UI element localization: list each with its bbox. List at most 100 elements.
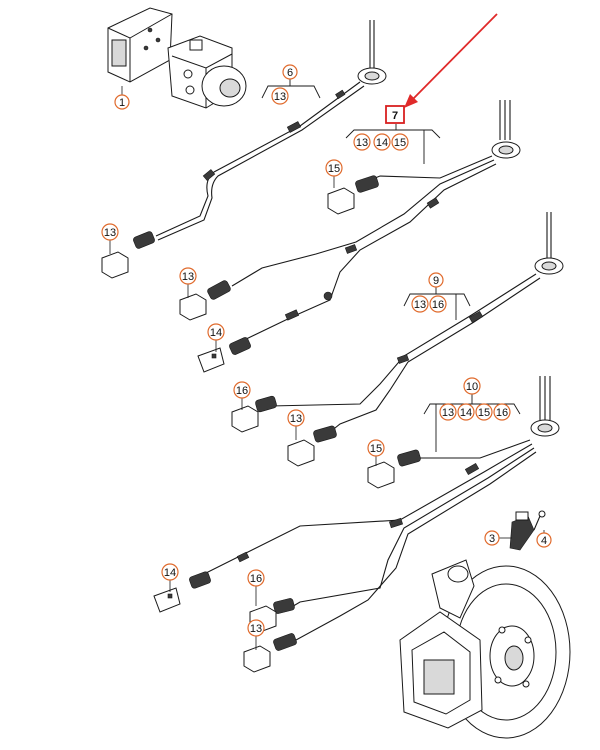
callout-number: 13 xyxy=(182,271,194,283)
callout-ring xyxy=(367,439,385,457)
sensor-connector-14-b xyxy=(153,571,211,613)
callout-s16a: 16 xyxy=(233,381,251,399)
callout-c6-sub: 13 xyxy=(271,87,289,105)
grommet-2 xyxy=(491,100,521,159)
callout-s14a: 14 xyxy=(207,323,225,341)
callout-s14b: 14 xyxy=(161,563,179,581)
callout-number: 9 xyxy=(433,275,439,287)
callout-ring xyxy=(484,530,500,546)
grommet-4 xyxy=(530,376,560,437)
callout-ring xyxy=(536,532,552,548)
callout-number: 6 xyxy=(287,67,293,79)
callout-number: 16 xyxy=(236,385,248,397)
harness-7 xyxy=(231,155,497,343)
callout-number: 13 xyxy=(250,623,262,635)
callout-ring xyxy=(271,87,289,105)
callout-ring xyxy=(282,64,298,80)
callout-s15a: 15 xyxy=(325,159,343,177)
callout-c10-sub-a: 13 xyxy=(439,403,457,421)
callout-c9-sub-b: 16 xyxy=(429,295,447,313)
callout-number: 13 xyxy=(356,137,368,149)
callout-s16b: 16 xyxy=(247,569,265,587)
callout-ring xyxy=(493,403,511,421)
callout-ring xyxy=(439,403,457,421)
callout-number: 13 xyxy=(414,299,426,311)
callout-c4: 4 xyxy=(536,532,552,548)
callout-ring xyxy=(179,267,197,285)
arrow-head xyxy=(404,94,418,108)
sensor-connector-15-b xyxy=(367,449,421,489)
callout-number: 16 xyxy=(496,407,508,419)
callout-c3: 3 xyxy=(484,530,500,546)
bracket-6 xyxy=(261,78,321,99)
callout-c7-sub-c: 15 xyxy=(391,133,409,151)
sensor-connector-14-a xyxy=(197,337,251,373)
callout-s13b: 13 xyxy=(179,267,197,285)
callout-c7-sub-b: 14 xyxy=(373,133,391,151)
callout-7: 7 xyxy=(392,110,398,122)
sensor-connector-13-d xyxy=(243,633,297,673)
callout-number: 16 xyxy=(432,299,444,311)
callout-number: 13 xyxy=(290,413,302,425)
callout-ring xyxy=(233,381,251,399)
harness-9 xyxy=(269,273,541,433)
callout-number: 4 xyxy=(541,535,547,547)
callout-ring xyxy=(411,295,429,313)
callout-ring xyxy=(373,133,391,151)
callout-c9-sub-a: 13 xyxy=(411,295,429,313)
callout-number: 1 xyxy=(119,97,125,109)
callout-ring xyxy=(247,619,265,637)
callout-c6: 6 xyxy=(282,64,298,80)
callout-ring xyxy=(457,403,475,421)
harness-10 xyxy=(199,439,537,641)
callout-ring xyxy=(353,133,371,151)
harness-6 xyxy=(155,81,365,241)
callout-c7-sub-a: 13 xyxy=(353,133,371,151)
callout-number: 15 xyxy=(328,163,340,175)
callout-c10: 10 xyxy=(463,377,481,395)
sensor-connector-13-b xyxy=(179,280,231,321)
sensor-connector-13-c xyxy=(287,425,337,467)
sensor-connector-16-a xyxy=(231,395,277,433)
callout-c10-sub-c: 15 xyxy=(475,403,493,421)
callout-ring xyxy=(428,272,444,288)
callout-c10-sub-d: 16 xyxy=(493,403,511,421)
callout-c9: 9 xyxy=(428,272,444,288)
callout-number: 13 xyxy=(442,407,454,419)
callout-number: 14 xyxy=(460,407,472,419)
brake-disc-assembly xyxy=(399,559,571,739)
abs-control-unit xyxy=(107,7,247,109)
callout-ring xyxy=(247,569,265,587)
callout-number: 15 xyxy=(394,137,406,149)
callout-ring xyxy=(325,159,343,177)
callout-ring xyxy=(287,409,305,427)
grommet-1 xyxy=(357,20,387,85)
callout-number: 3 xyxy=(489,533,495,545)
callout-number: 10 xyxy=(466,381,478,393)
callout-number: 14 xyxy=(376,137,388,149)
callout-number: 15 xyxy=(478,407,490,419)
callout-number: 15 xyxy=(370,443,382,455)
callout-number: 14 xyxy=(210,327,222,339)
sensor-connector-15-a xyxy=(327,175,379,215)
callout-c1: 1 xyxy=(114,94,130,110)
callout-s13c: 13 xyxy=(287,409,305,427)
callout-number: 13 xyxy=(274,91,286,103)
sensor-connector-13-a xyxy=(101,231,155,279)
callout-number: 16 xyxy=(250,573,262,585)
bracket-7 xyxy=(345,124,441,164)
highlight-box-7 xyxy=(385,105,405,124)
callout-ring xyxy=(475,403,493,421)
callout-ring xyxy=(429,295,447,313)
callout-ring xyxy=(463,377,481,395)
callout-s13a: 13 xyxy=(101,223,119,241)
bracket-10 xyxy=(423,394,521,452)
callout-ring xyxy=(391,133,409,151)
callout-ring xyxy=(207,323,225,341)
callout-ring xyxy=(101,223,119,241)
wheel-speed-sensor xyxy=(509,510,546,551)
callout-ring xyxy=(161,563,179,581)
callout-c10-sub-b: 14 xyxy=(457,403,475,421)
pointer-arrow xyxy=(411,13,498,101)
